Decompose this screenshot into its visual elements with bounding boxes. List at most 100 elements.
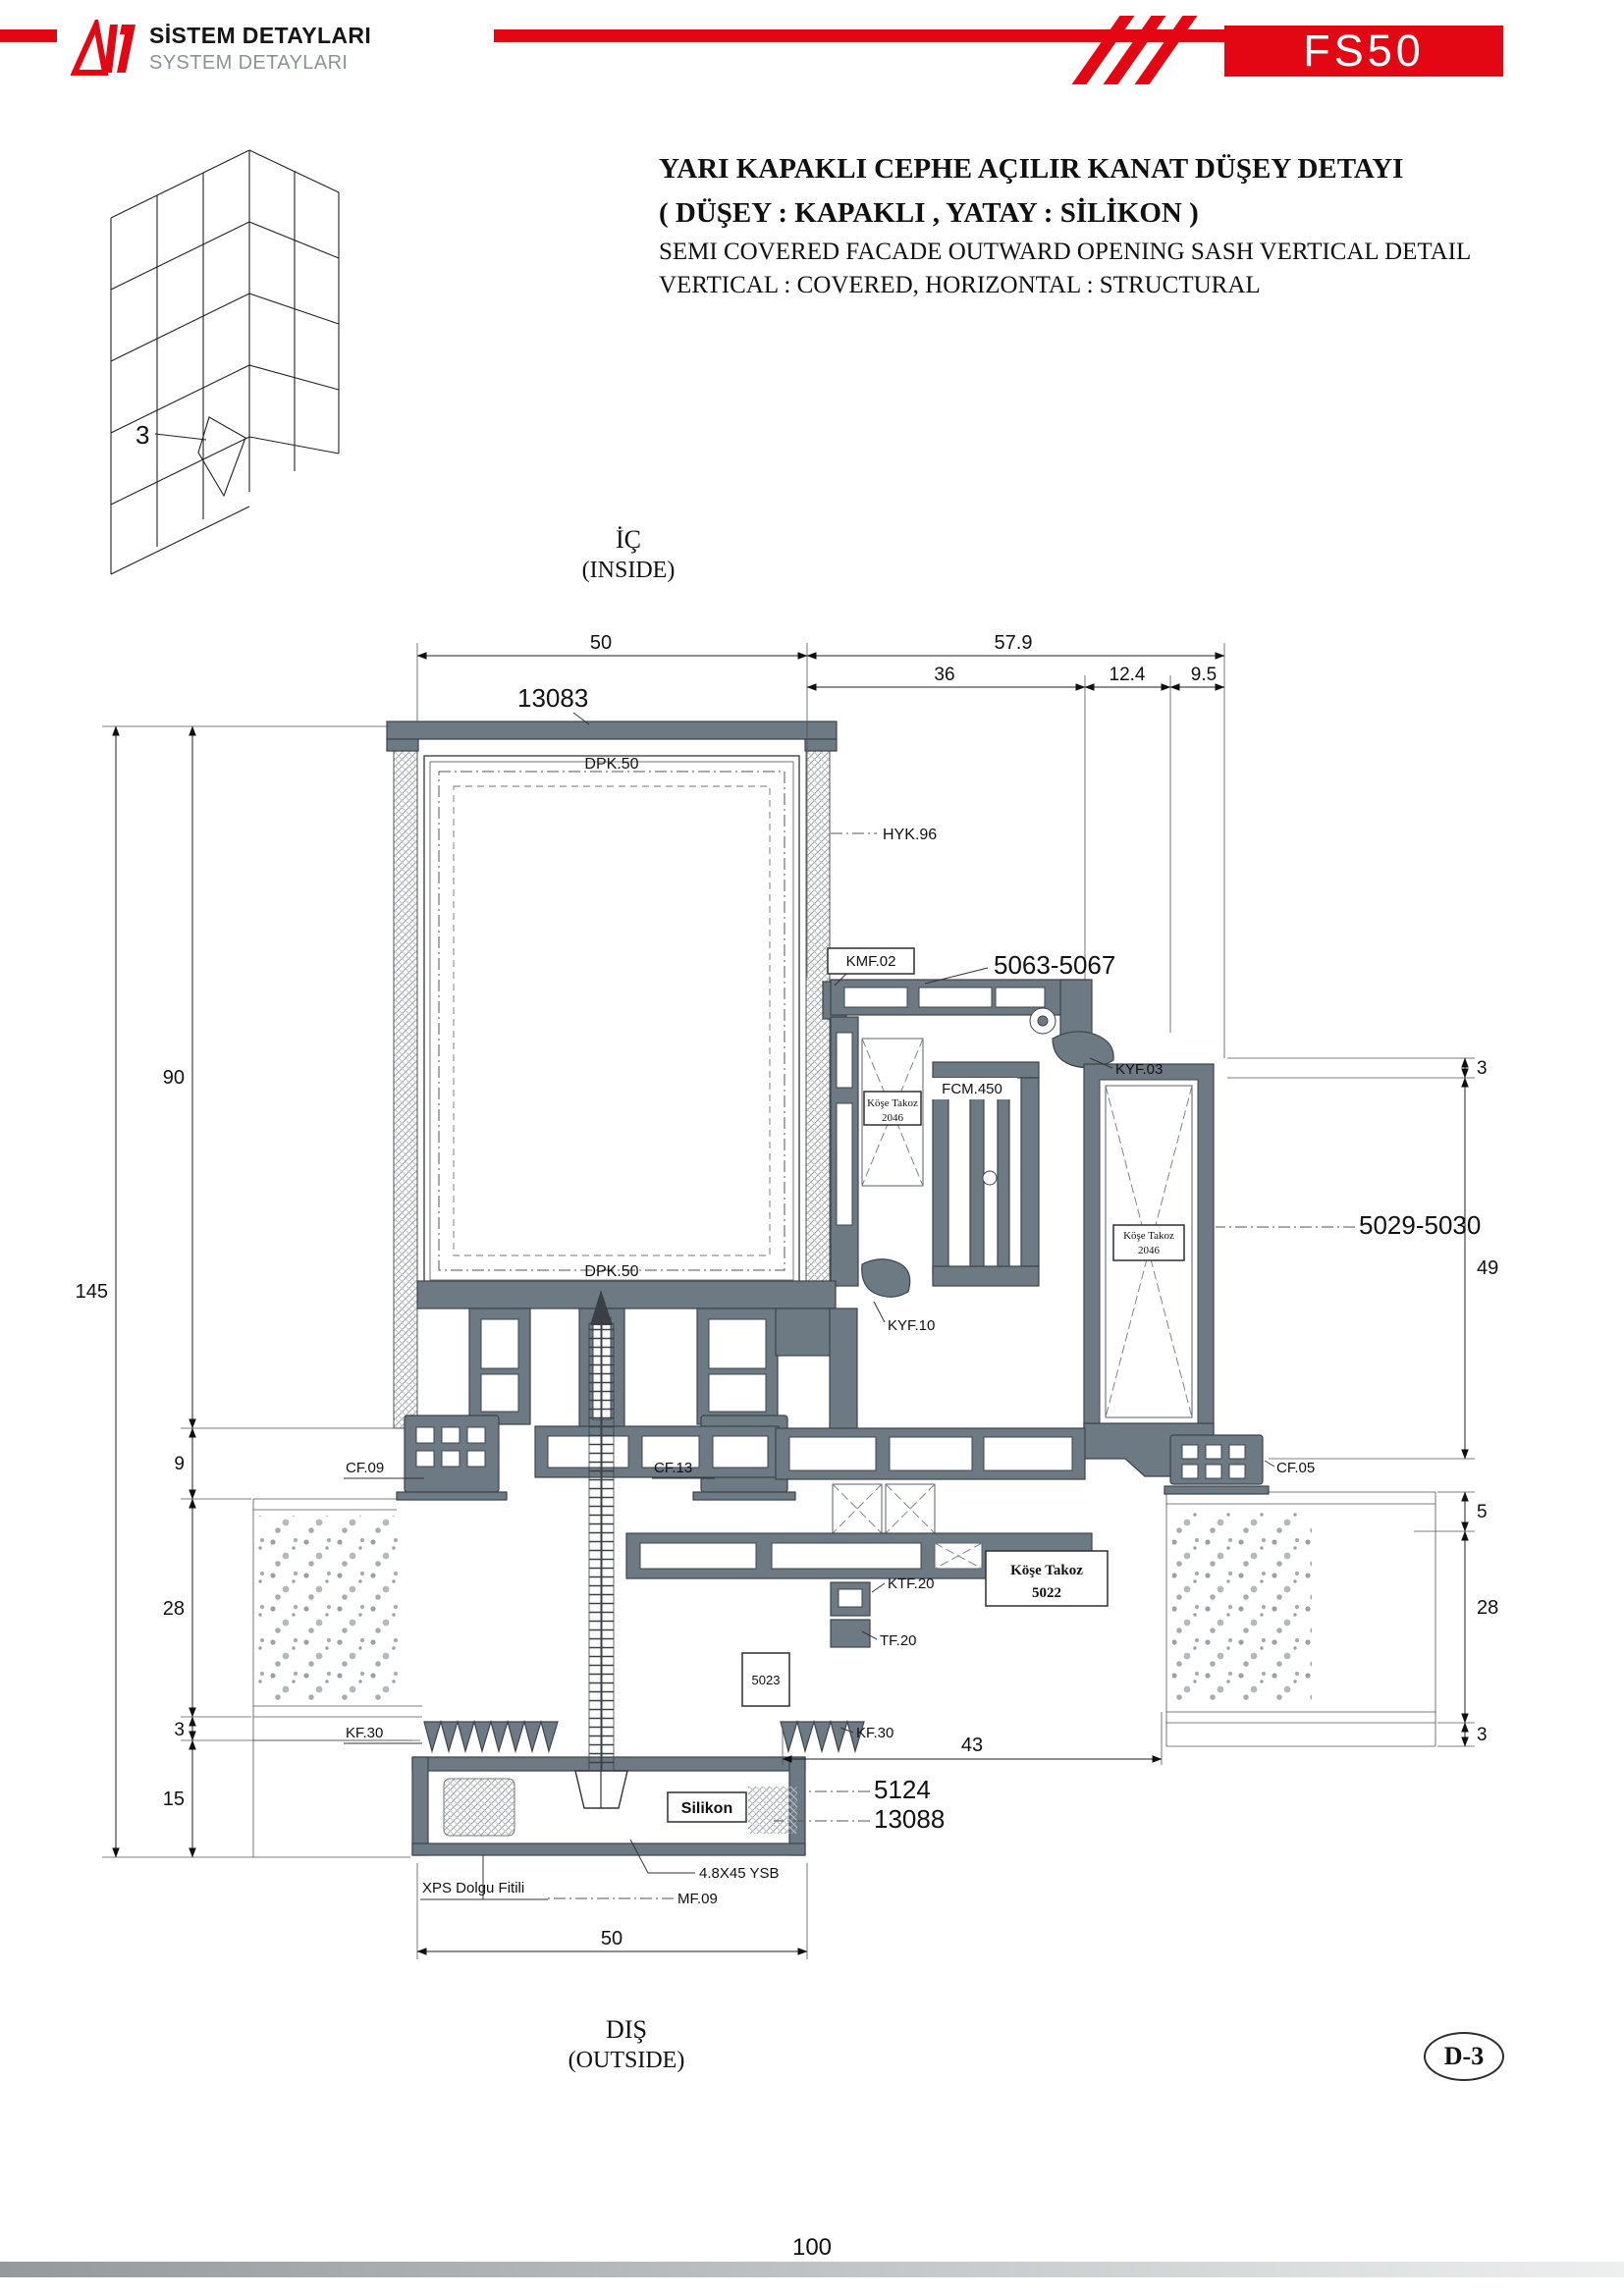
xps-filler <box>443 1778 515 1837</box>
label-kyf03: KYF.03 <box>1115 1061 1163 1078</box>
label-tf20: TF.20 <box>880 1632 917 1649</box>
dim-right-5: 5 <box>1477 1502 1488 1522</box>
label-13088: 13088 <box>874 1804 945 1834</box>
brand-text: SİSTEM DETAYLARI SYSTEM DETAYLARI <box>149 23 371 75</box>
dim-top-36: 36 <box>934 665 954 685</box>
thumbnail-facade-view <box>110 149 340 575</box>
dim-left-28: 28 <box>163 1598 185 1620</box>
detail-reference: D-3 <box>1443 2042 1485 2070</box>
dim-right-28: 28 <box>1477 1597 1498 1619</box>
dim-top-9-5: 9.5 <box>1191 665 1217 685</box>
label-kf30-left: KF.30 <box>346 1725 383 1741</box>
dim-left-145: 145 <box>76 1281 108 1303</box>
dim-left-15: 15 <box>163 1789 185 1810</box>
part-5023-box <box>741 1652 790 1707</box>
dimensions-top <box>416 643 1225 1058</box>
sash-profile-5029-5030 <box>1083 1063 1215 1477</box>
thumbnail-detail-number: 3 <box>135 420 149 450</box>
label-5063-5067: 5063-5067 <box>994 950 1115 980</box>
label-kose-takoz-2046-b2: 2046 <box>1138 1245 1161 1256</box>
dim-top-12-4: 12.4 <box>1110 665 1146 685</box>
label-cf13: CF.13 <box>654 1460 692 1476</box>
label-screw-spec: 4.8X45 YSB <box>699 1865 779 1882</box>
outside-label-en: (OUTSIDE) <box>568 2048 685 2073</box>
title-turkish-line1: YARI KAPAKLI CEPHE AÇILIR KANAT DÜŞEY DE… <box>659 153 1404 185</box>
sash-assembly <box>822 979 1270 1495</box>
transom-profile <box>416 1280 858 1431</box>
silicone-seal <box>748 1787 797 1834</box>
label-kose-takoz-2046-a1: Köşe Takoz <box>867 1097 918 1109</box>
dim-right-3-bottom: 3 <box>1477 1725 1488 1745</box>
dim-bottom-50: 50 <box>601 1928 623 1949</box>
label-ktf20: KTF.20 <box>888 1575 935 1592</box>
detail-reference-badge: D-3 <box>1424 2032 1504 2081</box>
tf20-profile <box>830 1619 871 1648</box>
dim-left-9: 9 <box>174 1454 185 1474</box>
label-5029-5030: 5029-5030 <box>1359 1210 1481 1240</box>
leader-lines <box>344 712 1355 1900</box>
dim-left-90: 90 <box>163 1067 185 1089</box>
dimensions-left <box>102 725 420 1858</box>
fcm450-mechanism <box>932 1061 1040 1287</box>
footer-gray-bar <box>0 2262 1624 2277</box>
dim-top-50: 50 <box>590 632 612 654</box>
kf30-gasket-right <box>780 1719 865 1754</box>
head-cap-profile-13083 <box>386 721 838 752</box>
kf30-gasket-left <box>423 1719 559 1754</box>
title-turkish-line2: ( DÜŞEY : KAPAKLI , YATAY : SİLİKON ) <box>659 197 1199 229</box>
cf09-gasket <box>396 1415 508 1501</box>
label-kf30-right: KF.30 <box>856 1725 893 1741</box>
left-mullion-hatch <box>393 722 418 1429</box>
label-hyk96: HYK.96 <box>883 827 937 843</box>
fcm450-label-bg <box>927 1078 1017 1099</box>
label-kose-takoz-5022-2: 5022 <box>1032 1585 1061 1601</box>
label-5124: 5124 <box>874 1775 931 1804</box>
kose-takoz-5022-box <box>985 1550 1109 1607</box>
label-fcm450: FCM.450 <box>942 1081 1002 1097</box>
brand-logo-icon <box>71 20 135 76</box>
page-number: 100 <box>791 2234 833 2261</box>
title-block: YARI KAPAKLI CEPHE AÇILIR KANAT DÜŞEY DE… <box>659 147 1543 302</box>
fixing-screw <box>588 1290 615 1772</box>
label-kyf10: KYF.10 <box>888 1317 935 1334</box>
kyf10-gasket <box>861 1258 911 1298</box>
cf05-gasket <box>1164 1434 1270 1495</box>
inside-label-tr: İÇ <box>616 525 641 554</box>
label-mf09: MF.09 <box>677 1891 718 1907</box>
dim-right-49: 49 <box>1477 1257 1498 1279</box>
label-kose-takoz-5022-1: Köşe Takoz <box>1010 1563 1083 1578</box>
label-xps: XPS Dolgu Fitili <box>422 1880 524 1896</box>
label-kmf02: KMF.02 <box>846 953 896 970</box>
system-code-badge: FS50 <box>1224 26 1503 77</box>
logo-title: SİSTEM DETAYLARI <box>149 22 372 48</box>
dim-bottom-43: 43 <box>961 1735 983 1756</box>
label-kose-takoz-2046-b1: Köşe Takoz <box>1123 1230 1174 1242</box>
label-dpk50-bottom: DPK.50 <box>584 1263 638 1280</box>
dimensions-right <box>1227 1057 1475 1747</box>
logo-subtitle: SYSTEM DETAYLARI <box>149 51 349 74</box>
dim-top-57-9: 57.9 <box>995 632 1033 654</box>
slab-left <box>252 1498 422 1857</box>
system-code: FS50 <box>1303 26 1425 76</box>
outside-label-tr: DIŞ <box>606 2015 647 2044</box>
glass-panel-dpk50 <box>423 755 800 1287</box>
slab-right <box>1165 1491 1436 1747</box>
label-13083: 13083 <box>517 683 588 713</box>
title-english-line1: SEMI COVERED FACADE OUTWARD OPENING SASH… <box>659 239 1472 265</box>
inside-label: İÇ (INSIDE) <box>520 524 736 585</box>
label-cf05: CF.05 <box>1276 1460 1315 1476</box>
brand-logo-panel: SİSTEM DETAYLARI SYSTEM DETAYLARI <box>57 8 494 88</box>
inside-label-en: (INSIDE) <box>581 558 676 583</box>
silikon-box <box>667 1791 747 1823</box>
kmf02-label-box <box>827 947 915 975</box>
title-english-line2: VERTICAL : COVERED, HORIZONTAL : STRUCTU… <box>659 272 1261 298</box>
dimensions-bottom <box>416 1712 1163 1959</box>
label-kose-takoz-2046-a2: 2046 <box>882 1112 904 1124</box>
label-5023: 5023 <box>752 1673 781 1687</box>
lower-frame-assembly <box>534 1425 1093 1648</box>
label-dpk50-top: DPK.50 <box>584 756 638 773</box>
dim-right-3-top: 3 <box>1477 1058 1488 1079</box>
outside-label: DIŞ (OUTSIDE) <box>518 2014 734 2075</box>
